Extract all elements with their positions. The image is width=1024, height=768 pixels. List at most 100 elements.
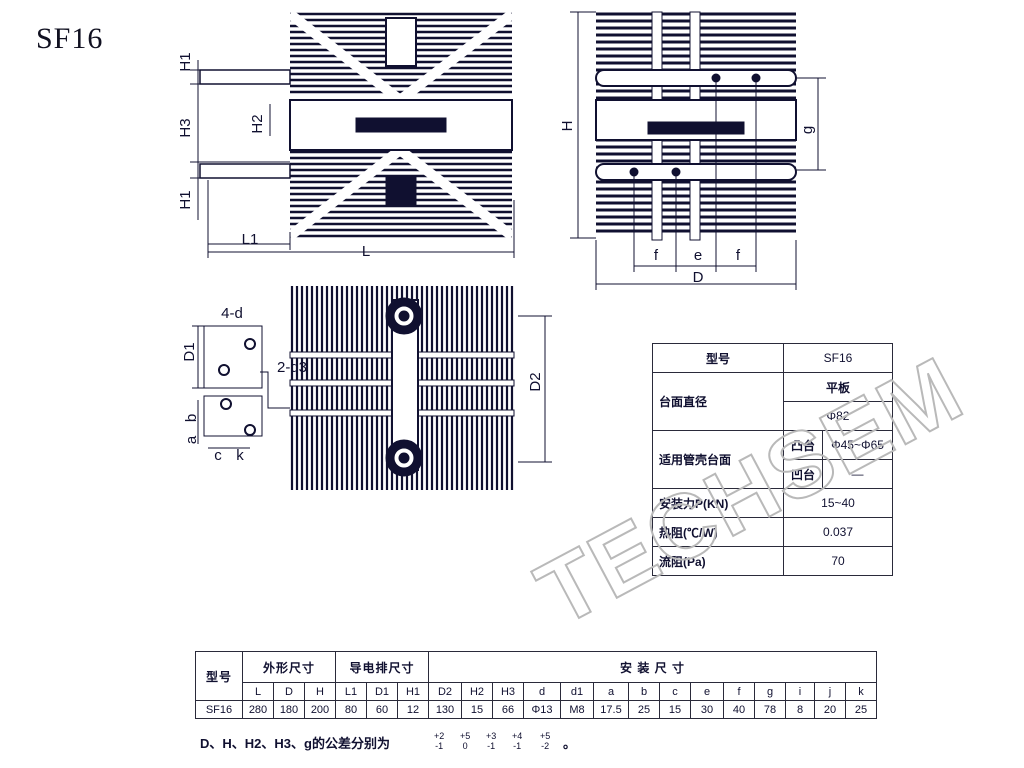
dim-col-d: D [273, 682, 305, 701]
dim-value-d: Φ13 [523, 700, 561, 719]
tolerance-3: +4-1 [512, 731, 523, 751]
dim-outer-header: 外形尺寸 [242, 651, 336, 683]
spec-convex-value: Φ45~Φ65 [822, 430, 893, 460]
dim-col-d: d [523, 682, 561, 701]
dim-value-d1: M8 [560, 700, 594, 719]
dim-col-h2: H2 [461, 682, 493, 701]
stud-core [398, 310, 410, 322]
dim-value-c: 15 [659, 700, 691, 719]
bolt-top [385, 17, 417, 67]
dim-label-k-19: k [236, 447, 244, 464]
fin-gap [286, 10, 404, 104]
dim-value-h2: 15 [461, 700, 493, 719]
dim-label-d2-15: D2 [527, 372, 544, 391]
dim-value-i: 8 [785, 700, 815, 719]
spec-concave-label: 凹台 [783, 459, 823, 489]
dim-label-c-18: c [214, 447, 222, 464]
spec-flow-value: 70 [783, 546, 893, 576]
dim-col-e: e [690, 682, 724, 701]
dim-value-b: 25 [628, 700, 660, 719]
dim-label-g-7: g [799, 126, 816, 134]
spec-force-label: 安装力P(KN) [652, 488, 784, 518]
dim-label-h1-3: H1 [177, 190, 194, 209]
bolt-hole [244, 338, 256, 350]
spec-face-type: 平板 [783, 372, 893, 402]
dim-label-h-6: H [559, 121, 576, 132]
dim-value-k: 25 [845, 700, 877, 719]
spec-table: 型号 SF16 台面直径 平板 Φ82 适用管壳台面 凸台 Φ45~Φ65 凹台… [652, 343, 893, 576]
busbar [647, 121, 745, 135]
fin-pattern [199, 10, 797, 490]
dim-col-a: a [593, 682, 629, 701]
bolt-hole [220, 398, 232, 410]
dimension-lines [190, 11, 826, 463]
terminal-top [199, 69, 291, 85]
stud-core [398, 452, 410, 464]
slot-bottom [595, 163, 797, 181]
bolt-hole [218, 364, 230, 376]
dim-label-d-11: D [693, 269, 704, 286]
dim-col-d2: D2 [428, 682, 462, 701]
dim-install-header: 安 装 尺 寸 [428, 651, 877, 683]
dim-label-b-16: b [183, 414, 200, 422]
tolerance-0: +2-1 [434, 731, 445, 751]
dim-col-d1: D1 [366, 682, 398, 701]
dim-label-h3-1: H3 [177, 118, 194, 137]
page-title: SF16 [36, 22, 104, 55]
slot-top [595, 69, 797, 87]
bolt-bottom [385, 175, 417, 207]
fin-gap [396, 146, 516, 240]
spec-thermal-label: 热阻(℃/W) [652, 517, 784, 547]
dim-value-h: 200 [304, 700, 336, 719]
fin-gap [286, 146, 404, 240]
dim-col-g: g [754, 682, 786, 701]
dim-label-l1-4: L1 [242, 231, 259, 248]
dim-value-f: 40 [723, 700, 755, 719]
tolerance-note-end: 。 [563, 736, 577, 751]
spec-model-label: 型号 [652, 343, 784, 373]
dim-label-h2-2: H2 [249, 114, 266, 133]
dim-value-d1: 60 [366, 700, 398, 719]
bolt-hole [244, 424, 256, 436]
dim-col-c: c [659, 682, 691, 701]
dim-col-k: k [845, 682, 877, 701]
tolerance-4: +5-2 [540, 731, 551, 751]
dim-value-l1: 80 [335, 700, 367, 719]
dim-col-h3: H3 [492, 682, 524, 701]
dim-col-l: L [242, 682, 274, 701]
dim-value-e: 30 [690, 700, 724, 719]
dim-bus-header: 导电排尺寸 [335, 651, 429, 683]
dim-label-l-5: L [362, 243, 370, 260]
spec-convex-label: 凸台 [783, 430, 823, 460]
spec-model-value: SF16 [783, 343, 893, 373]
tolerance-note-text: D、H、H2、H3、g的公差分别为 [200, 736, 390, 751]
dim-label-h1-0: H1 [177, 52, 194, 71]
dim-value-d2: 130 [428, 700, 462, 719]
dim-label-d4-12: 4-d [221, 305, 243, 322]
dim-col-f: f [723, 682, 755, 701]
fin-gap [396, 10, 516, 104]
dim-label-f-10: f [736, 247, 741, 264]
busbar [355, 117, 447, 133]
dim-col-l1: L1 [335, 682, 367, 701]
dim-col-h: H [304, 682, 336, 701]
tolerance-2: +3-1 [486, 731, 497, 751]
dim-col-h1: H1 [397, 682, 429, 701]
spec-concave-value: — [822, 459, 893, 489]
dim-value-a: 17.5 [593, 700, 629, 719]
tolerance-note: D、H、H2、H3、g的公差分别为 [200, 733, 390, 752]
dim-value-g: 78 [754, 700, 786, 719]
spec-thermal-value: 0.037 [783, 517, 893, 547]
dim-value-h3: 66 [492, 700, 524, 719]
spec-case-label: 适用管壳台面 [652, 430, 784, 489]
spec-face-dia: Φ82 [783, 401, 893, 431]
dim-col-i: i [785, 682, 815, 701]
spec-force-value: 15~40 [783, 488, 893, 518]
dim-value-d: 180 [273, 700, 305, 719]
dim-value-h1: 12 [397, 700, 429, 719]
